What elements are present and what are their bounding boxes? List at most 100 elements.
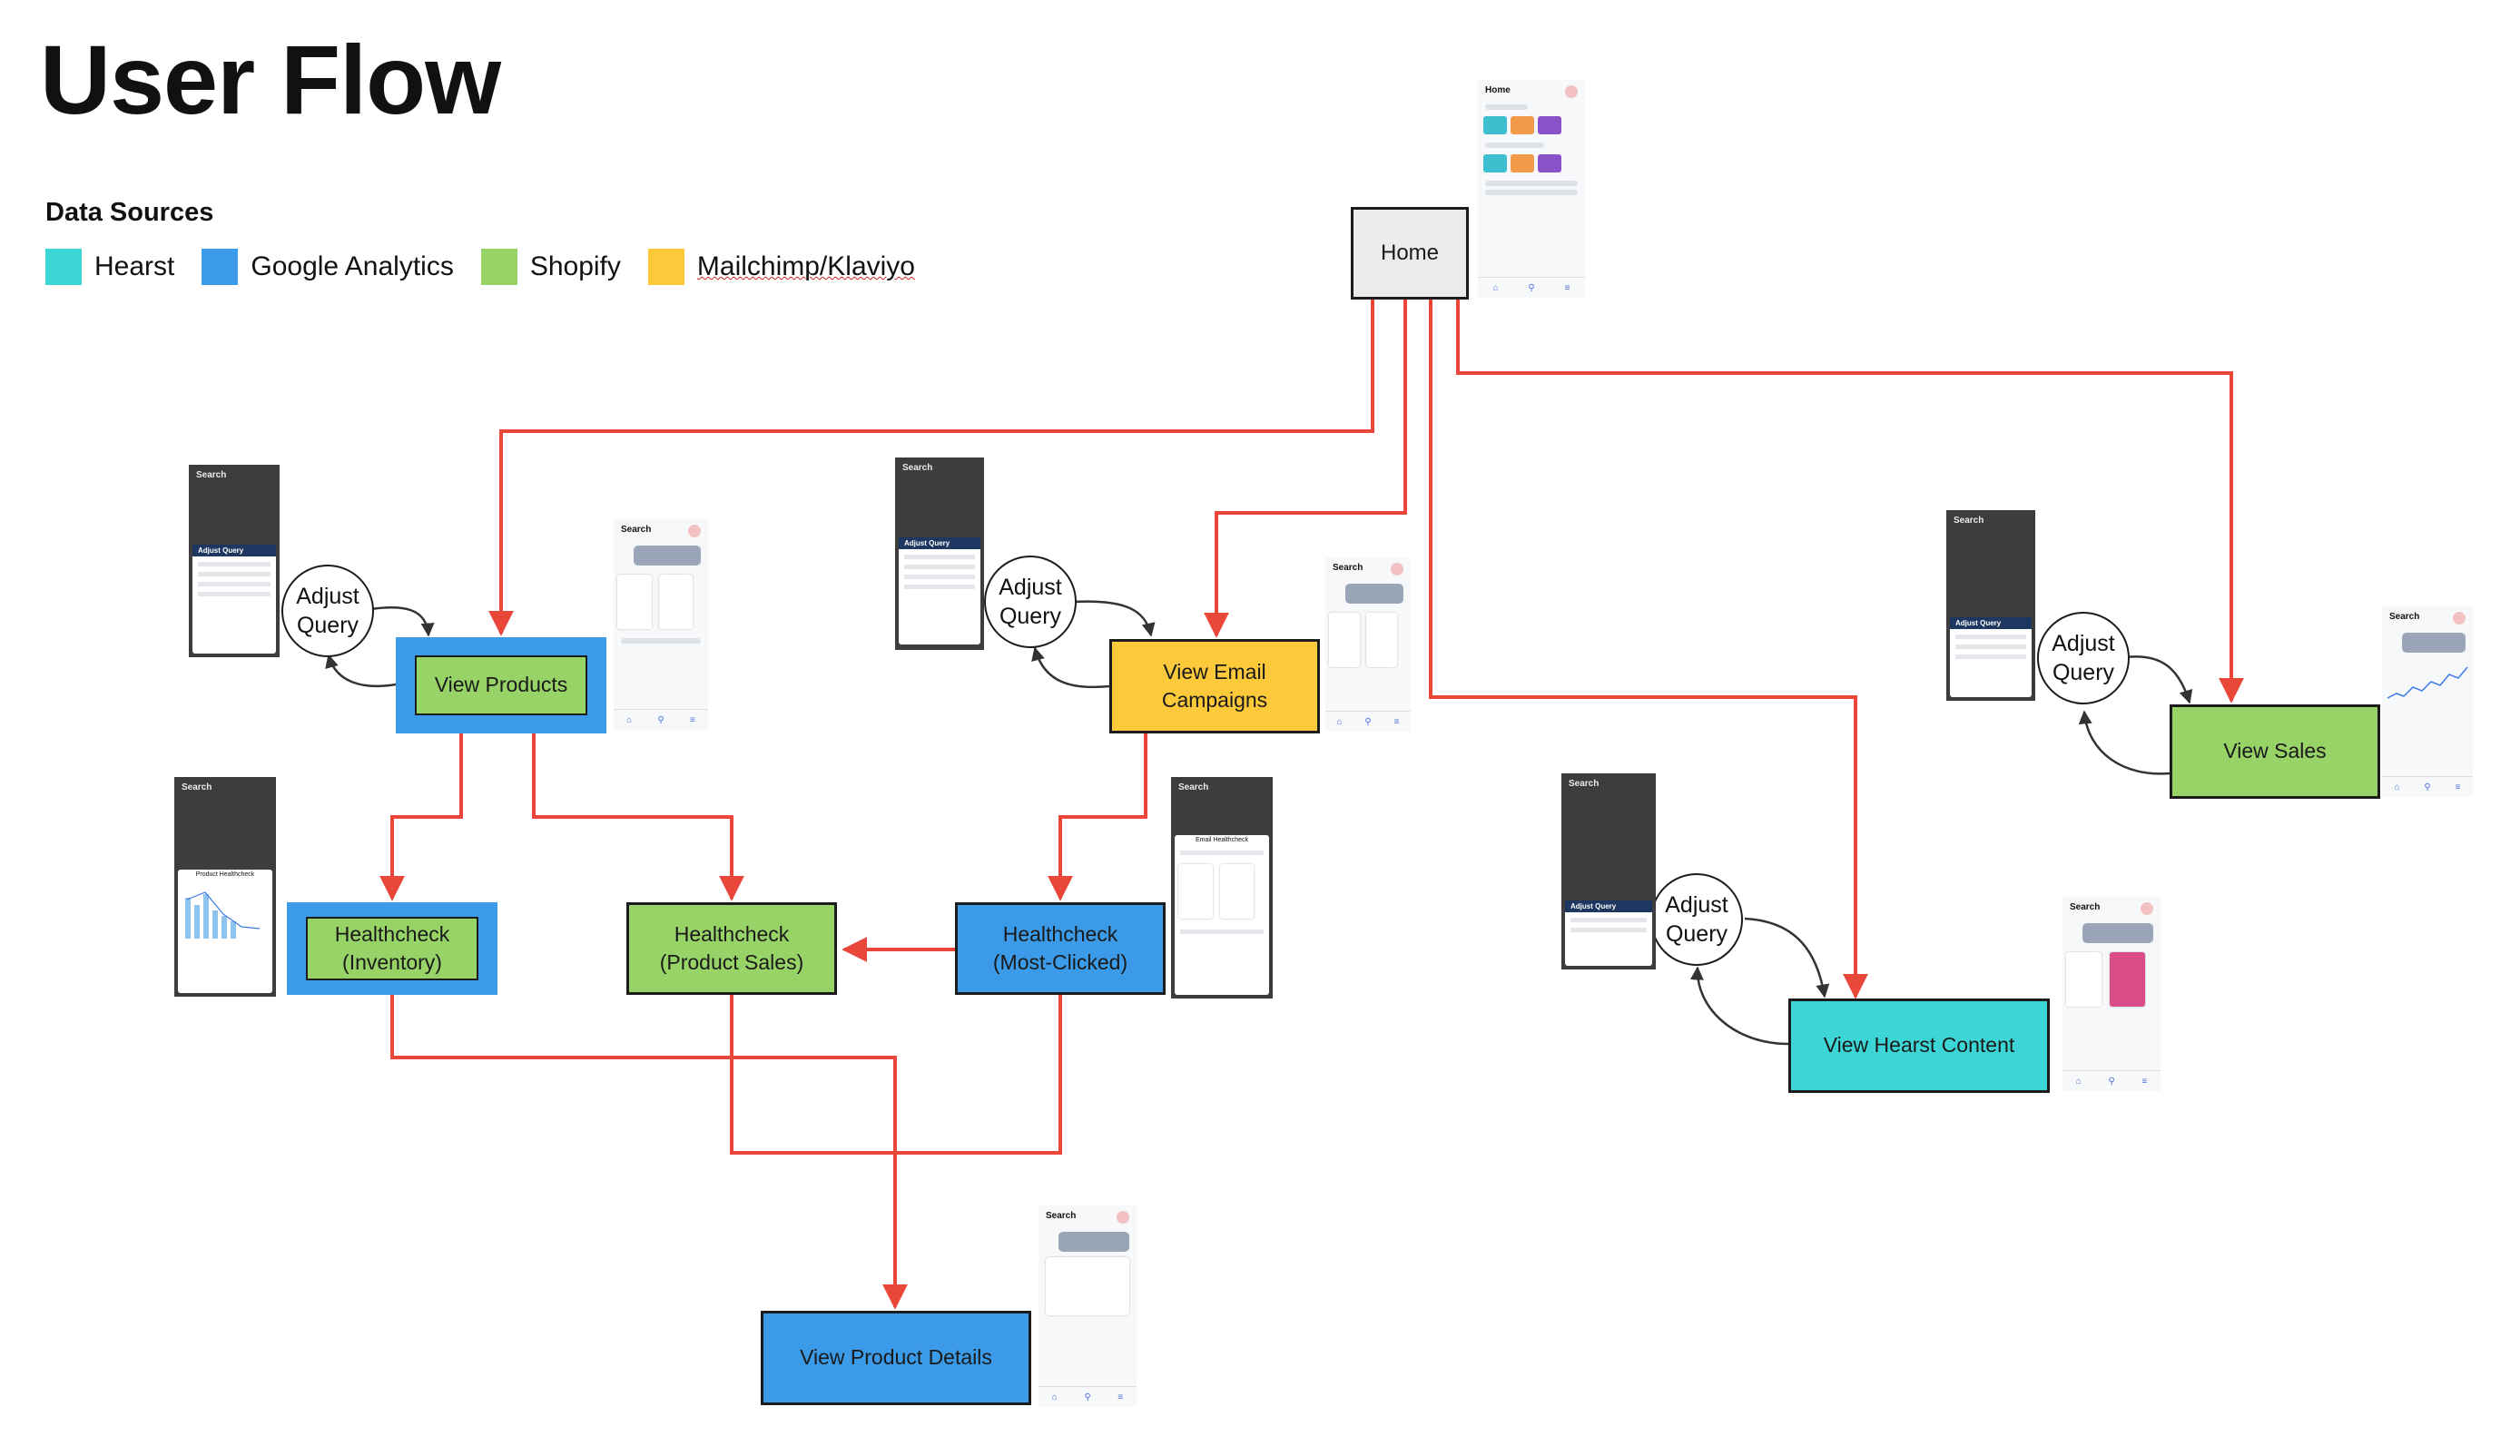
sales-sparkline: [2387, 666, 2468, 699]
legend-heading: Data Sources: [45, 198, 214, 227]
mockup-nav: ⌂⚲≡: [1325, 711, 1411, 732]
mockup-row: [1180, 930, 1264, 934]
mockup-bar: [621, 638, 701, 644]
chip: [1538, 116, 1561, 134]
email-tile: [1328, 613, 1360, 667]
mockup-tiles: [1175, 861, 1269, 924]
node-hc-sales-line2: (Product Sales): [659, 950, 804, 974]
adjust-query-line2: Query: [296, 613, 359, 638]
node-view-products-inner: View Products: [415, 655, 587, 715]
node-healthcheck-inventory[interactable]: Healthcheck (Inventory): [287, 902, 497, 995]
node-email-label-line1: View Email: [1163, 659, 1266, 684]
node-healthcheck-product-sales[interactable]: Healthcheck (Product Sales): [626, 902, 837, 995]
node-home[interactable]: Home: [1351, 207, 1469, 300]
mockup-chips: [1478, 113, 1585, 139]
search-icon: ⚲: [657, 714, 664, 725]
search-icon: ⚲: [2424, 782, 2431, 792]
menu-icon: ≡: [1393, 716, 1400, 727]
node-view-sales[interactable]: View Sales: [2170, 704, 2380, 799]
node-product-details-label: View Product Details: [800, 1345, 992, 1370]
page-title: User Flow: [40, 25, 501, 134]
mockup-panel-title: Adjust Query: [899, 537, 980, 549]
edge-email-to-hc-clicked: [1048, 733, 1147, 901]
legend-swatch-mailchimp-klaviyo: [647, 249, 684, 285]
mockup-title: Search: [1046, 1211, 1077, 1221]
mockup-panel-title: Adjust Query: [1950, 617, 2032, 629]
mockup-bar: [1485, 104, 1529, 110]
node-view-product-details[interactable]: View Product Details: [761, 1311, 1031, 1405]
mockup-row: [1955, 644, 2026, 649]
mockup-panel: Adjust Query: [1950, 617, 2032, 697]
mockup-tiles: [614, 571, 708, 635]
node-view-products-label: View Products: [434, 673, 568, 697]
adjust-query-sales[interactable]: Adjust Query: [2037, 612, 2130, 704]
mockup-panel: Adjust Query: [1565, 900, 1652, 966]
node-hc-clicked-line1: Healthcheck: [1002, 921, 1118, 946]
mockup-title: Search: [2070, 902, 2101, 912]
mockup-title: Search: [1569, 779, 1600, 789]
node-healthcheck-most-clicked[interactable]: Healthcheck (Most-Clicked): [955, 902, 1166, 995]
mockup-nav: ⌂⚲≡: [614, 709, 708, 730]
node-hearst-label: View Hearst Content: [1823, 1033, 2015, 1058]
mockup-title: Search: [621, 525, 652, 535]
avatar-icon: [688, 525, 701, 537]
legend-swatch-google-analytics: [202, 249, 239, 285]
mockup-bar: [1485, 143, 1544, 148]
adjust-query-products[interactable]: Adjust Query: [281, 565, 374, 657]
home-icon: ⌂: [626, 714, 633, 725]
mockup-search-sales: Search ⌂⚲≡: [2382, 606, 2473, 797]
legend-swatch-hearst: [45, 249, 82, 285]
details-card: [1046, 1257, 1129, 1315]
content-tile: [2066, 952, 2102, 1007]
mockup-row: [904, 585, 975, 589]
mockup-search-email: Search ⌂⚲≡: [1325, 557, 1411, 732]
content-tile: [2109, 952, 2145, 1007]
chat-bubble: [634, 546, 701, 566]
adjust-query-line1: Adjust: [2052, 630, 2115, 656]
mockup-panel: Adjust Query: [192, 545, 276, 654]
mockup-row: [904, 555, 975, 559]
mockup-title: Search: [196, 470, 227, 480]
edge-home-to-view-products: [488, 300, 1374, 636]
node-hc-clicked-line2: (Most-Clicked): [992, 950, 1128, 974]
adjust-query-line1: Adjust: [296, 583, 359, 609]
mockup-panel-title: Product Healthcheck: [195, 871, 255, 878]
chip: [1538, 154, 1561, 172]
mockup-nav: ⌂⚲≡: [2062, 1070, 2161, 1091]
adjust-loop-sales-out: [2078, 710, 2171, 775]
edge-sales-to-details: [730, 995, 1062, 1155]
search-icon: ⚲: [1528, 282, 1535, 293]
adjust-query-email[interactable]: Adjust Query: [984, 556, 1077, 648]
mockup-tiles: [2062, 949, 2161, 1012]
legend-swatch-shopify: [480, 249, 517, 285]
mockup-home: Home ⌂⚲≡: [1478, 80, 1585, 298]
adjust-query-line2: Query: [999, 604, 1062, 629]
mockup-row: [1570, 918, 1647, 922]
node-view-email-campaigns[interactable]: View Email Campaigns: [1109, 639, 1320, 733]
edge-home-to-sales: [1456, 300, 2244, 703]
legend-label: Hearst: [94, 251, 175, 281]
legend: Hearst Google Analytics Shopify Mailchim…: [45, 249, 942, 285]
mockup-title: Home: [1485, 85, 1511, 95]
mockup-adjust-products: Search Adjust Query: [189, 465, 280, 657]
edge-products-to-hc-inventory: [379, 733, 463, 901]
adjust-query-line2: Query: [1665, 921, 1728, 947]
mockup-row: [1570, 928, 1647, 932]
edge-home-to-hearst: [1429, 300, 1868, 999]
mockup-healthcheck-clicked: Search Email Healthcheck: [1171, 777, 1273, 999]
legend-label: Google Analytics: [251, 251, 454, 281]
adjust-query-hearst[interactable]: Adjust Query: [1650, 873, 1743, 966]
home-icon: ⌂: [1336, 716, 1343, 727]
node-view-hearst-content[interactable]: View Hearst Content: [1788, 999, 2050, 1093]
inventory-mini-chart: [185, 891, 261, 939]
node-hc-inventory-line1: Healthcheck: [334, 921, 450, 946]
adjust-loop-hearst-in: [1744, 917, 1830, 999]
legend-item-hearst: Hearst: [45, 249, 174, 285]
legend-item-shopify: Shopify: [480, 249, 621, 285]
product-tile: [1219, 864, 1255, 919]
mockup-row: [198, 562, 271, 566]
mockup-row: [198, 572, 271, 576]
adjust-query-line1: Adjust: [999, 574, 1062, 600]
node-view-products[interactable]: View Products: [396, 637, 606, 733]
